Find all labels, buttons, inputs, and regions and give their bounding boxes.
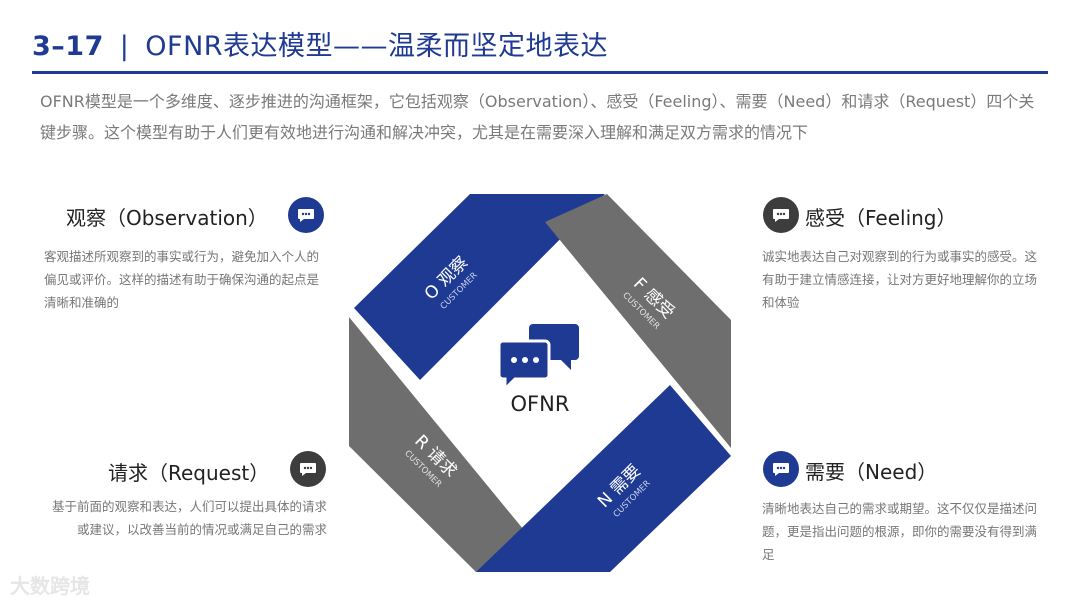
title-text: OFNR表达模型——温柔而坚定地表达	[145, 31, 609, 62]
intro-paragraph: OFNR模型是一个多维度、逐步推进的沟通框架，它包括观察（Observation…	[40, 92, 1035, 142]
chat-bubbles-icon	[497, 324, 579, 393]
feeling-description: 诚实地表达自己对观察到的行为或事实的感受。这有助于建立情感连接，让对方更好地理解…	[762, 249, 1038, 310]
section-number: 3–17	[32, 31, 104, 62]
title-divider	[32, 71, 1048, 74]
segment-feeling	[545, 194, 731, 448]
segment-need	[476, 385, 731, 572]
request-chat-icon	[290, 451, 326, 487]
page-title: 3–17 | OFNR表达模型——温柔而坚定地表达	[32, 24, 608, 63]
feeling-heading: 感受（Feeling）	[805, 206, 957, 230]
observation-chat-icon	[288, 197, 324, 233]
segment-observation	[354, 194, 605, 380]
request-description: 基于前面的观察和表达，人们可以提出具体的请求或建议，以改善当前的情况或满足自己的…	[52, 499, 328, 537]
observation-heading: 观察（Observation）	[66, 206, 268, 230]
observation-description: 客观描述所观察到的事实或行为，避免加入个人的偏见或评价。这样的描述有助于确保沟通…	[44, 249, 320, 310]
need-heading: 需要（Need）	[805, 460, 938, 484]
ofnr-diagram: O 观察 CUSTOMER F 感受 CUSTOMER R 请求 CUSTOME…	[349, 194, 731, 572]
segment-request	[349, 317, 537, 572]
need-chat-icon	[763, 451, 799, 487]
need-description: 清晰地表达自己的需求或期望。这不仅仅是描述问题，更是指出问题的根源，即你的需要没…	[762, 501, 1038, 562]
feeling-chat-icon	[763, 197, 799, 233]
request-heading: 请求（Request）	[108, 461, 270, 485]
watermark-logo: 大数跨境	[10, 574, 90, 598]
center-label: OFNR	[510, 392, 570, 416]
title-separator: |	[119, 31, 130, 62]
